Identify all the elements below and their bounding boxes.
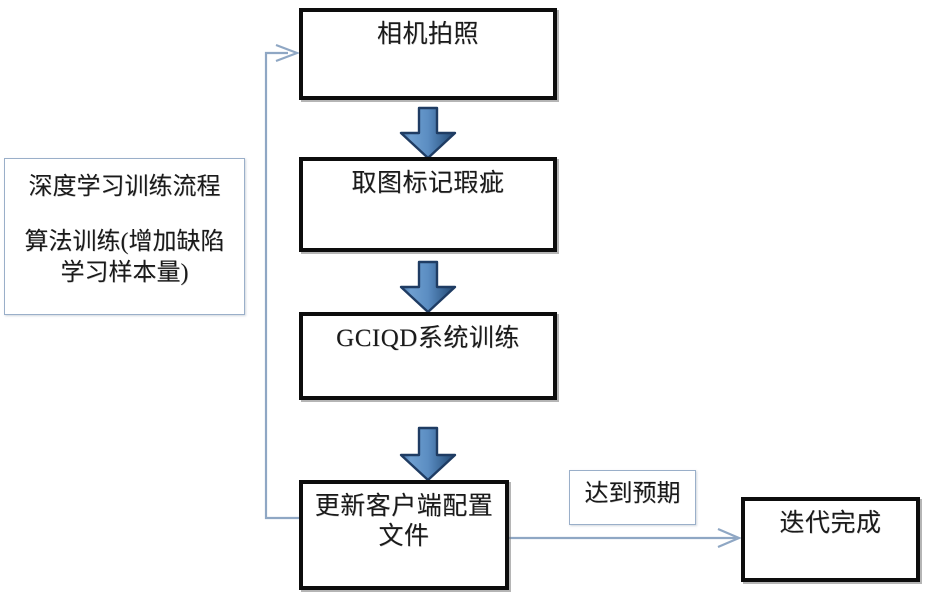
node-update-client-config-file-label: 更新客户端配置 文件: [314, 493, 494, 550]
deep-learning-training-note: 深度学习训练流程 算法训练(增加缺陷 学习样本量): [4, 158, 245, 315]
note-meets-expectation: 达到预期: [569, 470, 696, 525]
node-iteration-complete-label: 迭代完成: [779, 510, 882, 537]
node-camera-capture[interactable]: 相机拍照: [299, 8, 557, 100]
node-gciqd-system-training[interactable]: GCIQD系统训练: [299, 312, 557, 400]
node-iteration-complete[interactable]: 迭代完成: [741, 497, 920, 582]
arrow-gciqd-to-update[interactable]: [399, 426, 457, 482]
node-image-defect-marking[interactable]: 取图标记瑕疵: [299, 157, 557, 252]
node-image-defect-marking-label: 取图标记瑕疵: [351, 170, 505, 197]
node-gciqd-system-training-label: GCIQD系统训练: [336, 325, 520, 352]
note-line-training-process: 深度学习训练流程: [28, 174, 221, 200]
note-line-algorithm-training: 算法训练(增加缺陷 学习样本量): [24, 229, 225, 287]
node-update-client-config-file[interactable]: 更新客户端配置 文件: [299, 480, 509, 590]
node-camera-capture-label: 相机拍照: [376, 21, 479, 48]
feedback-loop-update-to-camera[interactable]: [264, 43, 301, 520]
arrow-camera-to-marking[interactable]: [399, 106, 457, 160]
arrow-marking-to-gciqd[interactable]: [399, 260, 457, 314]
arrow-update-to-complete[interactable]: [509, 527, 742, 549]
note-meets-expectation-label: 达到预期: [584, 481, 681, 507]
